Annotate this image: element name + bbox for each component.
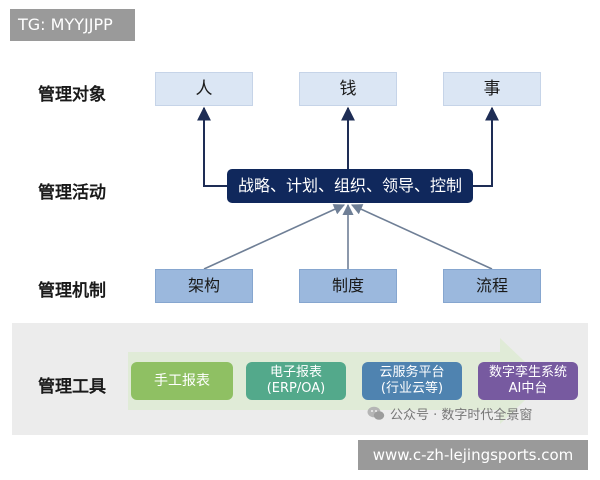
object-box-people: 人 [155,72,253,106]
tool-digital-twin-line2: AI中台 [508,381,548,396]
watermark-tag: TG: MYYJJPP [10,9,135,41]
tool-cloud-platform-line1: 云服务平台 [379,365,445,380]
wechat-icon [367,406,385,420]
watermark-url: www.c-zh-lejingsports.com [358,440,588,470]
arrow-to-matters [473,106,499,187]
wechat-watermark-text: 公众号 · 数字时代全景窗 [390,408,533,423]
tool-digital-twin: 数字孪生系统 AI中台 [478,362,578,400]
mechanism-box-structure: 架构 [155,269,253,303]
tool-cloud-platform-line2: (行业云等) [380,381,444,396]
row-label-activities: 管理活动 [38,183,106,203]
row-label-tools: 管理工具 [38,377,106,397]
row-label-mechanisms: 管理机制 [38,281,106,301]
object-box-money: 钱 [299,72,397,106]
tool-cloud-platform: 云服务平台 (行业云等) [362,362,462,400]
arrow-from-process [350,204,493,270]
tool-manual-report-line1: 手工报表 [154,373,210,389]
arrow-to-people [197,106,227,187]
activity-box: 战略、计划、组织、领导、控制 [227,169,473,203]
tool-electronic-report: 电子报表 (ERP/OA) [246,362,346,400]
tool-electronic-report-line2: (ERP/OA) [266,381,326,396]
row-label-objects: 管理对象 [38,85,106,105]
object-box-matters: 事 [443,72,541,106]
mechanism-box-process: 流程 [443,269,541,303]
arrow-from-structure [203,204,346,270]
mechanism-box-system: 制度 [299,269,397,303]
wechat-watermark: 公众号 · 数字时代全景窗 [367,404,532,423]
tool-digital-twin-line1: 数字孪生系统 [488,365,567,380]
tool-electronic-report-line1: 电子报表 [269,365,322,380]
tool-manual-report: 手工报表 [131,362,233,400]
